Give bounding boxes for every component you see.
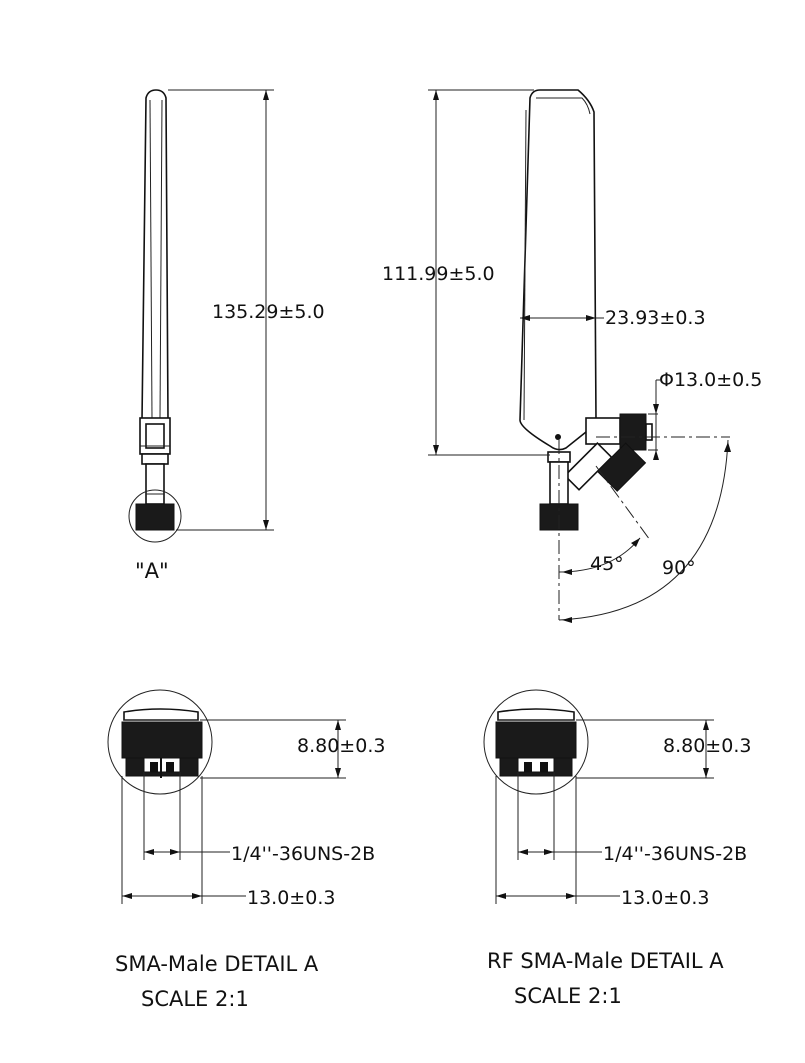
detail-sma-male: 8.80±0.3 1/4''-36UNS-2B 13.0±0.3 SMA-Mal… <box>107 689 385 1011</box>
connector-90-body <box>585 417 621 445</box>
detail-2-caption: RF SMA-Male DETAIL A <box>487 949 724 973</box>
detail-1-nut <box>121 721 203 759</box>
detail-1-thread-label: 1/4''-36UNS-2B <box>231 843 375 865</box>
detail-rf-sma-male: 8.80±0.3 1/4''-36UNS-2B 13.0±0.3 RF SMA-… <box>483 689 751 1008</box>
detail-1-width-label: 13.0±0.3 <box>247 887 335 909</box>
straight-antenna-view: "A" 135.29±5.0 <box>128 89 325 583</box>
detail-1-caption: SMA-Male DETAIL A <box>115 952 319 976</box>
length-straight-label: 135.29±5.0 <box>212 301 325 323</box>
detail-1-scale: SCALE 2:1 <box>141 987 249 1011</box>
detail-a-circle <box>128 489 182 543</box>
detail-2-circle <box>483 689 589 795</box>
angle-45-label: 45° <box>590 553 624 575</box>
bent-antenna-paddle <box>519 89 597 451</box>
detail-2-thread-label: 1/4''-36UNS-2B <box>603 843 747 865</box>
connector-45-body <box>563 441 613 491</box>
detail-2-nut <box>495 721 577 759</box>
detail-2-width-label: 13.0±0.3 <box>621 887 709 909</box>
straight-connector-nut <box>135 503 175 531</box>
width-bent-label: 23.93±0.3 <box>605 307 706 329</box>
detail-marker: "A" <box>135 559 169 583</box>
detail-1-circle <box>107 689 213 795</box>
straight-antenna-whip <box>141 89 169 421</box>
angle-90-label: 90° <box>662 557 696 579</box>
detail-2-height-label: 8.80±0.3 <box>663 735 751 757</box>
diameter-nut-label: Φ13.0±0.5 <box>659 369 762 391</box>
length-bent-label: 111.99±5.0 <box>382 263 495 285</box>
angle-90-arc <box>558 439 729 621</box>
detail-2-scale: SCALE 2:1 <box>514 984 622 1008</box>
bent-antenna-view: 111.99±5.0 23.93±0.3 Φ13.0±0.5 45° 90° <box>382 89 762 623</box>
straight-connector-body <box>145 463 165 505</box>
detail-1-height-label: 8.80±0.3 <box>297 735 385 757</box>
